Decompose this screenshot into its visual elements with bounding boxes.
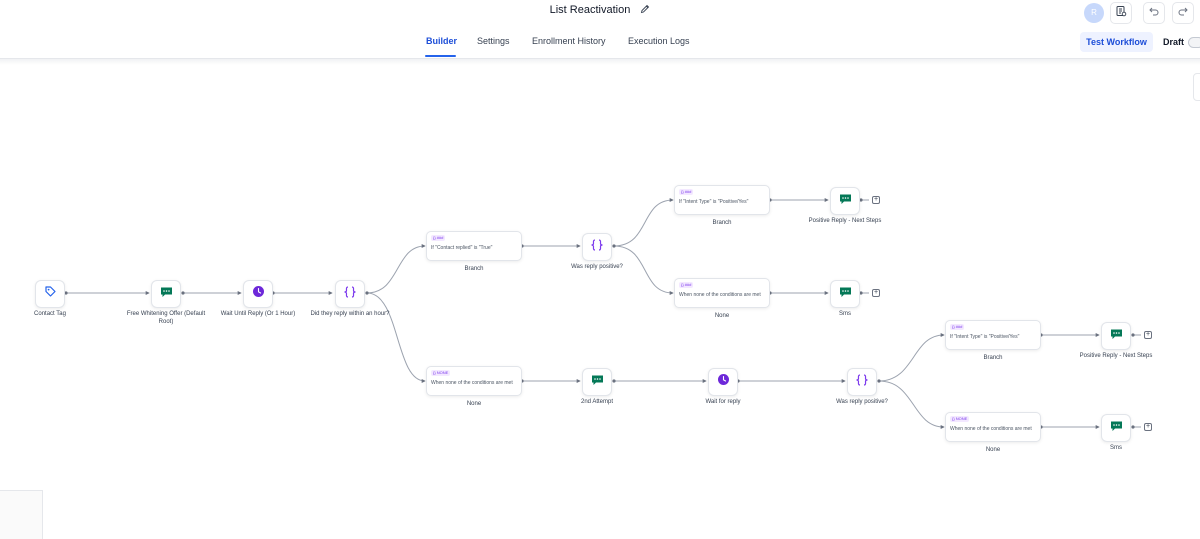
- condition-icon: [855, 373, 869, 391]
- branch-card-none-1[interactable]: {} NONE When none of the conditions are …: [426, 366, 522, 396]
- avatar-initials: R: [1091, 8, 1097, 17]
- node-free-whitening-offer[interactable]: [151, 280, 181, 308]
- branch-badge: {} ###: [679, 282, 694, 288]
- branch-label: None: [714, 313, 730, 319]
- branch-badge: {} NONE: [431, 370, 451, 376]
- node-wait-for-reply[interactable]: [708, 368, 738, 396]
- clock-icon: [252, 285, 265, 303]
- tab-builder[interactable]: Builder: [426, 36, 458, 46]
- workflow-canvas[interactable]: [0, 59, 1200, 537]
- branch-condition-text: If "Intent Type" is "Positive/Yes": [950, 334, 1020, 340]
- message-icon: [839, 192, 852, 210]
- node-label-sms-1: Sms: [839, 311, 851, 317]
- clock-icon: [717, 373, 730, 391]
- node-wait-until-reply[interactable]: [243, 280, 273, 308]
- condition-icon: [343, 285, 357, 303]
- node-label-wait-until-reply: Wait Until Reply (Or 1 Hour): [220, 311, 296, 317]
- branch-label: Branch: [983, 355, 1003, 361]
- add-step-button[interactable]: +: [872, 289, 880, 297]
- top-bar: List Reactivation R: [0, 0, 1200, 26]
- branch-label: None: [985, 447, 1001, 453]
- branch-card-intent-positive-2[interactable]: {} ### If "Intent Type" is "Positive/Yes…: [945, 320, 1041, 350]
- branch-card-none-intent-2[interactable]: {} NONE When none of the conditions are …: [945, 412, 1041, 442]
- branch-condition-text: When none of the conditions are met: [431, 380, 513, 386]
- branch-label: Branch: [464, 266, 484, 272]
- publish-toggle[interactable]: [1188, 37, 1200, 48]
- node-positive-reply-2[interactable]: [1101, 322, 1131, 350]
- undo-button[interactable]: [1143, 2, 1165, 24]
- message-icon: [1110, 327, 1123, 345]
- canvas-top-shadow: [0, 59, 1200, 65]
- tab-enrollment-history[interactable]: Enrollment History: [532, 36, 606, 46]
- side-panel-handle[interactable]: [1193, 73, 1200, 101]
- branch-badge: {} ###: [431, 235, 446, 241]
- draft-status-label: Draft: [1163, 37, 1185, 47]
- branch-condition-text: When none of the conditions are met: [679, 292, 761, 298]
- branch-label: Branch: [712, 220, 732, 226]
- node-label-wait-for-reply: Wait for reply: [705, 399, 741, 405]
- tab-settings[interactable]: Settings: [477, 36, 510, 46]
- branch-card-contact-replied[interactable]: {} ### If "Contact replied" is "True": [426, 231, 522, 261]
- node-second-attempt[interactable]: [582, 368, 612, 396]
- tab-execution-logs[interactable]: Execution Logs: [628, 36, 690, 46]
- branch-condition-text: If "Intent Type" is "Positive/Yes": [679, 199, 749, 205]
- message-icon: [591, 373, 604, 391]
- notes-button[interactable]: [1110, 2, 1132, 24]
- node-label-was-reply-positive-2: Was reply positive?: [836, 399, 888, 405]
- node-label-free-whitening-offer: Free Whitening Offer (Default Root): [126, 311, 206, 325]
- node-label-positive-reply-2: Positive Reply - Next Steps: [1079, 353, 1153, 359]
- redo-icon: [1177, 4, 1189, 22]
- node-was-reply-positive-1[interactable]: [582, 233, 612, 261]
- workflow-title-text: List Reactivation: [549, 4, 631, 16]
- redo-button[interactable]: [1172, 2, 1194, 24]
- branch-condition-text: When none of the conditions are met: [950, 426, 1032, 432]
- active-tab-indicator: [425, 55, 456, 57]
- undo-icon: [1148, 4, 1160, 22]
- message-icon: [160, 285, 173, 303]
- tag-icon: [44, 285, 57, 303]
- node-label-sms-2: Sms: [1110, 445, 1122, 451]
- branch-card-intent-positive-1[interactable]: {} ### If "Intent Type" is "Positive/Yes…: [674, 185, 770, 215]
- add-step-button[interactable]: +: [1144, 423, 1152, 431]
- condition-icon: [590, 238, 604, 256]
- add-step-button[interactable]: +: [1144, 331, 1152, 339]
- test-workflow-button[interactable]: Test Workflow: [1080, 32, 1153, 52]
- node-was-reply-positive-2[interactable]: [847, 368, 877, 396]
- node-label-positive-reply-1: Positive Reply - Next Steps: [808, 218, 882, 224]
- node-sms-1[interactable]: [830, 280, 860, 308]
- branch-card-none-intent-1[interactable]: {} ### When none of the conditions are m…: [674, 278, 770, 308]
- branch-condition-text: If "Contact replied" is "True": [431, 245, 493, 251]
- add-step-button[interactable]: +: [872, 196, 880, 204]
- node-label-contact-tag: Contact Tag: [34, 311, 66, 317]
- branch-label: None: [466, 401, 482, 407]
- pencil-icon[interactable]: [640, 4, 650, 17]
- branch-badge: {} ###: [679, 189, 694, 195]
- canvas-controls-panel[interactable]: [0, 490, 43, 539]
- tab-bar: Builder Settings Enrollment History Exec…: [0, 26, 1200, 59]
- node-positive-reply-1[interactable]: [830, 187, 860, 215]
- branch-badge: {} NONE: [950, 416, 970, 422]
- branch-badge: {} ###: [950, 324, 965, 330]
- notes-icon: [1115, 4, 1127, 22]
- avatar[interactable]: R: [1084, 3, 1104, 23]
- message-icon: [839, 285, 852, 303]
- node-did-they-reply[interactable]: [335, 280, 365, 308]
- node-label-second-attempt: 2nd Attempt: [580, 399, 614, 405]
- node-label-did-they-reply: Did they reply within an hour?: [310, 311, 390, 317]
- message-icon: [1110, 419, 1123, 437]
- workflow-title[interactable]: List Reactivation: [0, 4, 1200, 17]
- node-sms-2[interactable]: [1101, 414, 1131, 442]
- node-label-was-reply-positive-1: Was reply positive?: [571, 264, 623, 270]
- node-contact-tag[interactable]: [35, 280, 65, 308]
